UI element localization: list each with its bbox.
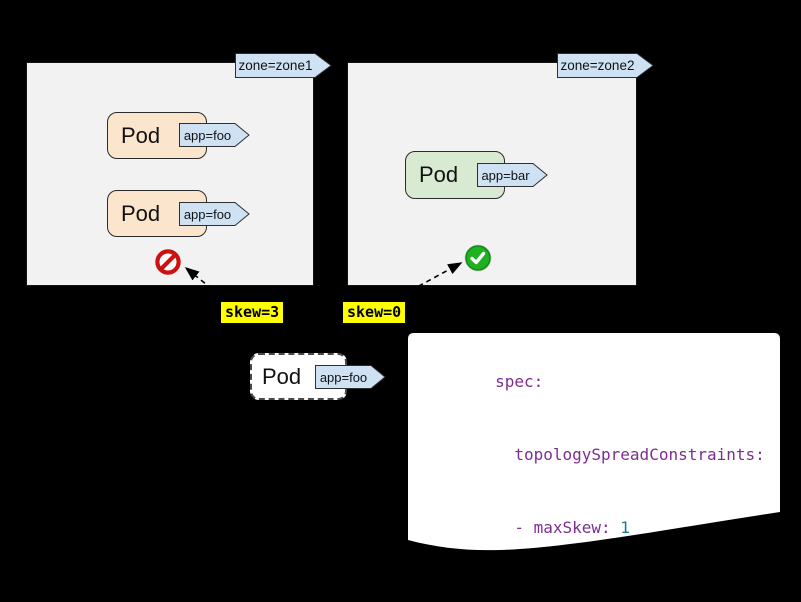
yaml-code: spec: topologySpreadConstraints: - maxSk… (418, 346, 801, 602)
pod-label: app=bar (481, 167, 530, 183)
pod-label: app=foo (319, 369, 368, 385)
flag-shape-icon (477, 163, 548, 187)
flag-shape-icon (557, 53, 654, 78)
incoming-pod-label-flag: app=foo (315, 365, 386, 389)
check-icon (464, 244, 492, 277)
flag-shape-icon (179, 202, 250, 226)
yaml-line: topologyKey: zone (495, 590, 698, 602)
zone1-flag: zone=zone1 (235, 53, 332, 78)
pod-label: app=foo (183, 127, 232, 143)
flag-shape-icon (235, 53, 332, 78)
yaml-line: - maxSkew: 1 (495, 518, 630, 538)
pod-name: Pod (419, 162, 459, 187)
pod-label: app=foo (183, 206, 232, 222)
flag-shape-icon (315, 365, 386, 389)
no-entry-icon (154, 248, 182, 281)
zone2-flag: zone=zone2 (557, 53, 654, 78)
pod-name: Pod (121, 122, 161, 148)
yaml-line: spec: (495, 372, 544, 392)
yaml-line: topologySpreadConstraints: (495, 445, 765, 465)
zone1-pod-2: Pod (107, 190, 207, 237)
pod-name: Pod (121, 200, 161, 226)
zone1-pod-2-label-flag: app=foo (179, 202, 250, 226)
zone2-flag-label: zone=zone2 (560, 58, 635, 73)
zone1-flag-label: zone=zone1 (238, 58, 313, 73)
zone1-box (26, 62, 314, 286)
zone2-skew-label: skew=0 (343, 302, 406, 323)
zone2-pod-1-label-flag: app=bar (477, 163, 548, 187)
pod-name: Pod (262, 363, 302, 389)
flag-shape-icon (179, 123, 250, 147)
zone1-pod-1-label-flag: app=foo (179, 123, 250, 147)
yaml-spec-snippet: spec: topologySpreadConstraints: - maxSk… (408, 333, 780, 551)
zone1-skew-label: skew=3 (221, 302, 284, 323)
